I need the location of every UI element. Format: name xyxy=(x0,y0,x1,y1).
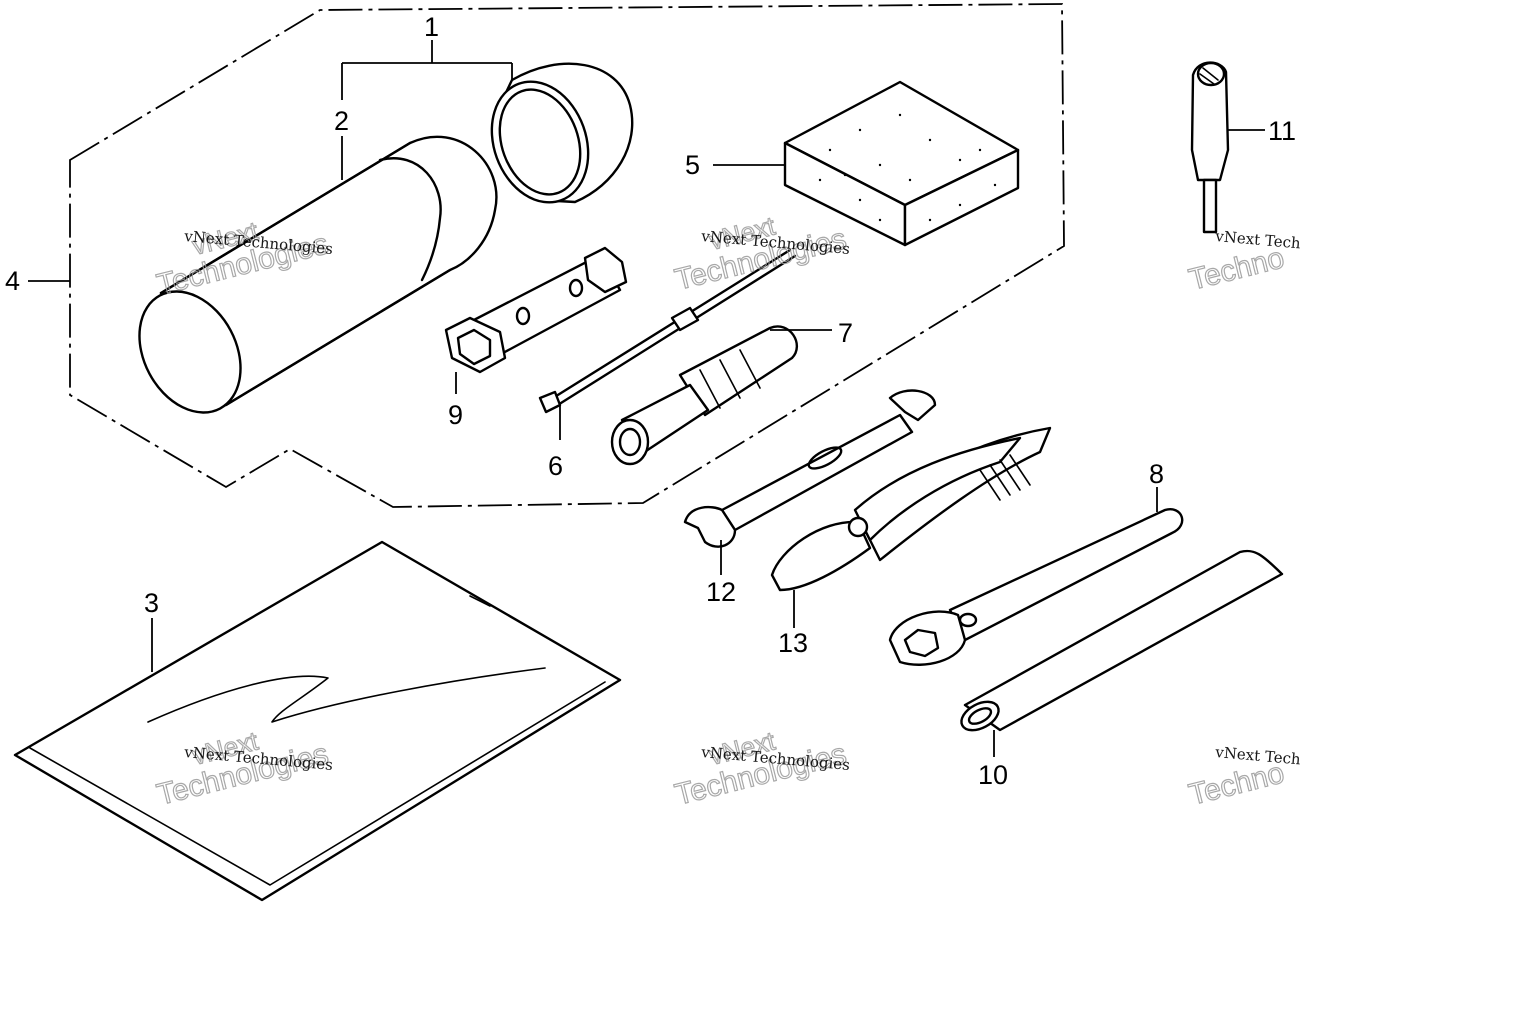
screwdriver-handle-icon xyxy=(610,325,798,466)
pliers-icon xyxy=(770,426,1052,592)
leader-lines xyxy=(28,40,1265,757)
callout-6: 6 xyxy=(548,451,563,481)
tool-case-cap-icon xyxy=(490,62,634,204)
callout-13: 13 xyxy=(778,628,808,658)
watermark-bottom-right: Techno vNext Tech xyxy=(1185,743,1302,812)
callout-2: 2 xyxy=(334,106,349,136)
grip-sleeve-icon xyxy=(960,549,1284,732)
kit-group-outline xyxy=(69,3,1065,508)
callout-8: 8 xyxy=(1149,459,1164,489)
open-end-wrench-icon xyxy=(683,389,937,548)
sponge-block-icon xyxy=(783,80,1020,247)
screwdriver-shaft-icon xyxy=(538,248,797,414)
callout-4: 4 xyxy=(5,266,20,296)
watermark-small: vNext Tech xyxy=(1214,227,1302,253)
callout-7: 7 xyxy=(838,318,853,348)
spark-plug-wrench-icon xyxy=(444,246,628,374)
tool-case-icon xyxy=(138,135,498,414)
callout-11: 11 xyxy=(1268,116,1296,146)
owners-manual-bag-icon xyxy=(13,540,622,902)
box-wrench-handle-bar-icon xyxy=(888,508,1184,666)
watermark-top-right: Techno vNext Tech xyxy=(1185,227,1302,297)
callout-12: 12 xyxy=(706,577,736,607)
callout-3: 3 xyxy=(144,588,159,618)
watermark-small: vNext Tech xyxy=(1214,743,1302,769)
callout-10: 10 xyxy=(978,760,1008,790)
watermark-bottom-center: vNext Technologies vNext Technologies xyxy=(671,725,851,813)
callout-5: 5 xyxy=(685,150,700,180)
callout-1: 1 xyxy=(424,12,439,42)
valve-adjuster-icon xyxy=(1190,61,1230,234)
watermark-top-center: vNext Technologies vNext Technologies xyxy=(671,210,851,298)
callout-9: 9 xyxy=(448,400,463,430)
callout-labels: 1 2 3 4 5 6 7 8 9 10 11 12 13 xyxy=(5,12,1296,790)
